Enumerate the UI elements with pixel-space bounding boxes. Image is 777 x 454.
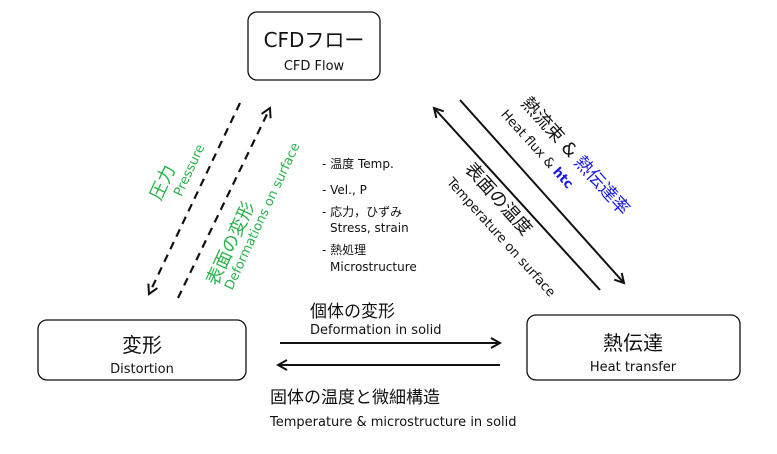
node-title: 変形 [122, 333, 162, 357]
list-item: Microstructure [330, 260, 417, 274]
node-cfd-flow: CFDフロー CFD Flow [247, 11, 381, 81]
node-title: 熱伝達 [603, 331, 663, 355]
node-subtitle: CFD Flow [284, 59, 345, 74]
node-subtitle: Heat transfer [590, 360, 677, 375]
list-item: - Vel., P [322, 183, 367, 197]
node-subtitle: Distortion [110, 362, 174, 377]
deformation-arrow [177, 108, 270, 299]
node-distortion: 変形 Distortion [37, 319, 247, 381]
list-item: - 温度 Temp. [322, 156, 394, 171]
solid-deformation-label-en: Deformation in solid [310, 323, 442, 338]
transferred-quantities-list: - 温度 Temp. - Vel., P - 応力，ひずみ Stress, st… [322, 156, 417, 274]
solid-deformation-label-jp: 個体の変形 [310, 302, 395, 322]
solid-temperature-label-jp: 固体の温度と微細構造 [270, 388, 440, 408]
node-heat-transfer: 熱伝達 Heat transfer [526, 314, 741, 381]
list-item: Stress, strain [330, 221, 409, 235]
pressure-arrow [149, 102, 241, 294]
list-item: - 応力，ひずみ [322, 205, 402, 219]
list-item: - 熱処理 [322, 243, 366, 257]
heat-flux-arrow [459, 99, 624, 283]
node-title: CFDフロー [264, 28, 365, 52]
solid-temperature-label-en: Temperature & microstructure in solid [269, 415, 517, 430]
surface-temp-arrow [434, 108, 601, 291]
